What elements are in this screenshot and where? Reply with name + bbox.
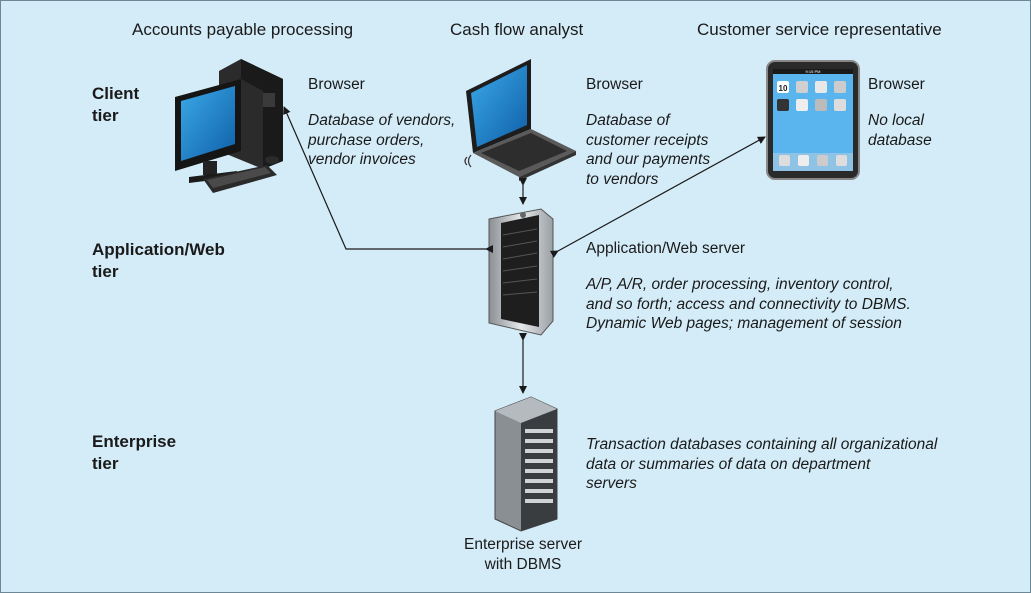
tablet-browser-label: Browser bbox=[868, 76, 925, 93]
tier-application-label: Application/Web tier bbox=[92, 240, 225, 281]
tablet-calendar-date: 10 bbox=[779, 84, 788, 93]
laptop-icon bbox=[464, 59, 576, 181]
laptop-browser-label: Browser bbox=[586, 76, 643, 93]
arrow-desktop-to-app-server bbox=[283, 106, 493, 253]
role-customer-service: Customer service representative bbox=[697, 20, 942, 39]
desktop-computer-icon bbox=[175, 59, 283, 193]
desktop-browser-label: Browser bbox=[308, 76, 365, 93]
role-accounts-payable: Accounts payable processing bbox=[132, 20, 354, 39]
tablet-status-time: 9:15 PM bbox=[806, 69, 821, 74]
tablet-database-text: No local database bbox=[868, 112, 932, 149]
application-server-icon bbox=[488, 208, 554, 336]
enterprise-description: Transaction databases containing all org… bbox=[586, 436, 938, 492]
enterprise-server-caption: Enterprise server with DBMS bbox=[463, 536, 582, 573]
role-cash-flow-analyst: Cash flow analyst bbox=[450, 20, 584, 39]
tier-client-label: Client tier bbox=[92, 84, 140, 125]
arrow-tablet-to-app-server bbox=[549, 136, 766, 258]
app-server-description: A/P, A/R, order processing, inventory co… bbox=[586, 276, 911, 332]
tier-enterprise-label: Enterprise tier bbox=[92, 432, 177, 473]
tablet-icon: 9:15 PM 10 bbox=[766, 60, 860, 180]
enterprise-server-icon bbox=[494, 396, 558, 532]
